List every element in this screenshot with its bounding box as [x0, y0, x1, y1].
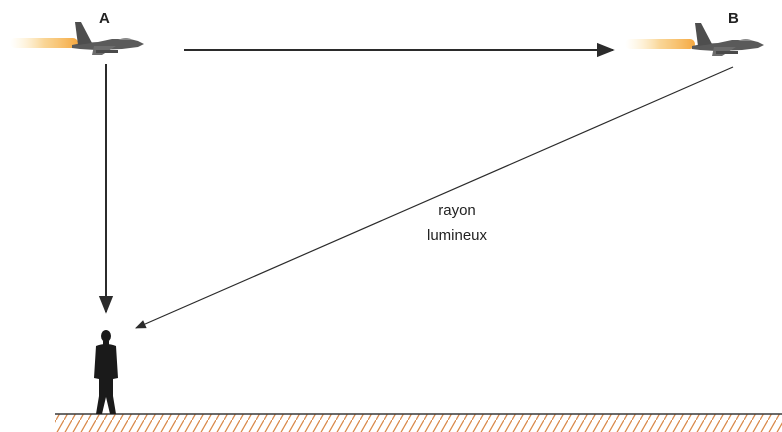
ray-label-line1: rayon [438, 202, 476, 219]
jet-b [625, 23, 764, 56]
point-b-label: B [728, 10, 739, 27]
jet-a-exhaust-flame [10, 38, 78, 48]
ground [55, 413, 782, 432]
person-silhouette-icon [94, 330, 118, 414]
ray-label-line2: lumineux [427, 227, 488, 244]
fighter-jet-icon [692, 23, 764, 56]
jet-b-exhaust-flame [625, 39, 695, 49]
ground-hatching [55, 414, 782, 432]
point-a-label: A [99, 10, 110, 27]
jet-a [10, 22, 144, 55]
light-ray-arrow [135, 66, 734, 329]
